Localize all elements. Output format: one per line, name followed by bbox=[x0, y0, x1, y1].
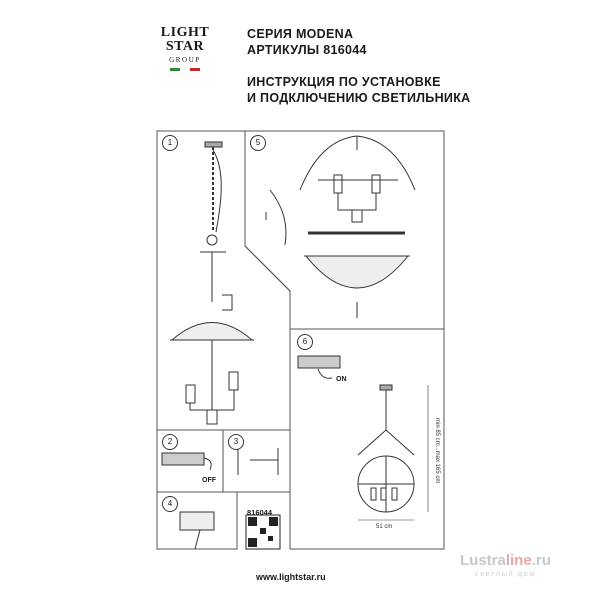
logo-line3: GROUP bbox=[169, 56, 201, 64]
instruction-title-line1: ИНСТРУКЦИЯ ПО УСТАНОВКЕ bbox=[247, 75, 441, 89]
flag-white bbox=[180, 68, 190, 71]
series-title: СЕРИЯ MODENA bbox=[247, 27, 354, 41]
step1-frame bbox=[156, 130, 291, 431]
step1-illustration bbox=[170, 141, 254, 425]
instruction-title-line2: И ПОДКЛЮЧЕНИЮ СВЕТИЛЬНИКА bbox=[247, 91, 471, 105]
step5-frame bbox=[244, 130, 445, 330]
height-dimension: min 85 cm...max 165 cm bbox=[434, 418, 440, 484]
step-number-3: 3 bbox=[228, 434, 244, 450]
step-number-1: 1 bbox=[162, 135, 178, 151]
italian-flag-icon bbox=[170, 68, 200, 71]
step-number-6: 6 bbox=[297, 334, 313, 350]
header-instruction-block: ИНСТРУКЦИЯ ПО УСТАНОВКЕ И ПОДКЛЮЧЕНИЮ СВ… bbox=[247, 74, 470, 106]
step-number-5: 5 bbox=[250, 135, 266, 151]
step5-illustration bbox=[265, 135, 416, 318]
step4-illustration bbox=[179, 511, 215, 550]
lightstar-logo: LIGHT STAR GROUP bbox=[160, 26, 210, 94]
step4-frame bbox=[156, 491, 238, 550]
watermark-brand-b: line bbox=[505, 552, 532, 569]
watermark-tagline: светлый дом bbox=[474, 569, 536, 578]
step-number-4: 4 bbox=[162, 496, 178, 512]
width-dimension: 51 cm bbox=[376, 524, 393, 530]
logo-line2: STAR bbox=[165, 39, 205, 54]
footer-url[interactable]: www.lightstar.ru bbox=[256, 572, 326, 582]
watermark-brand-c: .ru bbox=[531, 552, 551, 569]
off-label: OFF bbox=[202, 477, 216, 484]
on-label: ON bbox=[336, 376, 347, 383]
watermark-brand: Lustraline.ru bbox=[460, 552, 551, 569]
step-number-2: 2 bbox=[162, 434, 178, 450]
article-number: 816044 bbox=[247, 508, 273, 517]
logo-line1: LIGHT bbox=[160, 25, 210, 40]
step3-frame bbox=[222, 429, 291, 493]
qr-code bbox=[245, 514, 281, 550]
step3-illustration bbox=[237, 445, 279, 475]
watermark: Lustraline.ru светлый дом bbox=[460, 552, 551, 578]
watermark-brand-a: Lustra bbox=[460, 552, 506, 569]
flag-green bbox=[170, 68, 180, 71]
articles-title: АРТИКУЛЫ 816044 bbox=[247, 43, 367, 57]
step6-illustration bbox=[297, 355, 429, 521]
step2-illustration bbox=[161, 452, 212, 471]
header-series-block: СЕРИЯ MODENA АРТИКУЛЫ 816044 bbox=[247, 26, 367, 58]
flag-red bbox=[190, 68, 200, 71]
